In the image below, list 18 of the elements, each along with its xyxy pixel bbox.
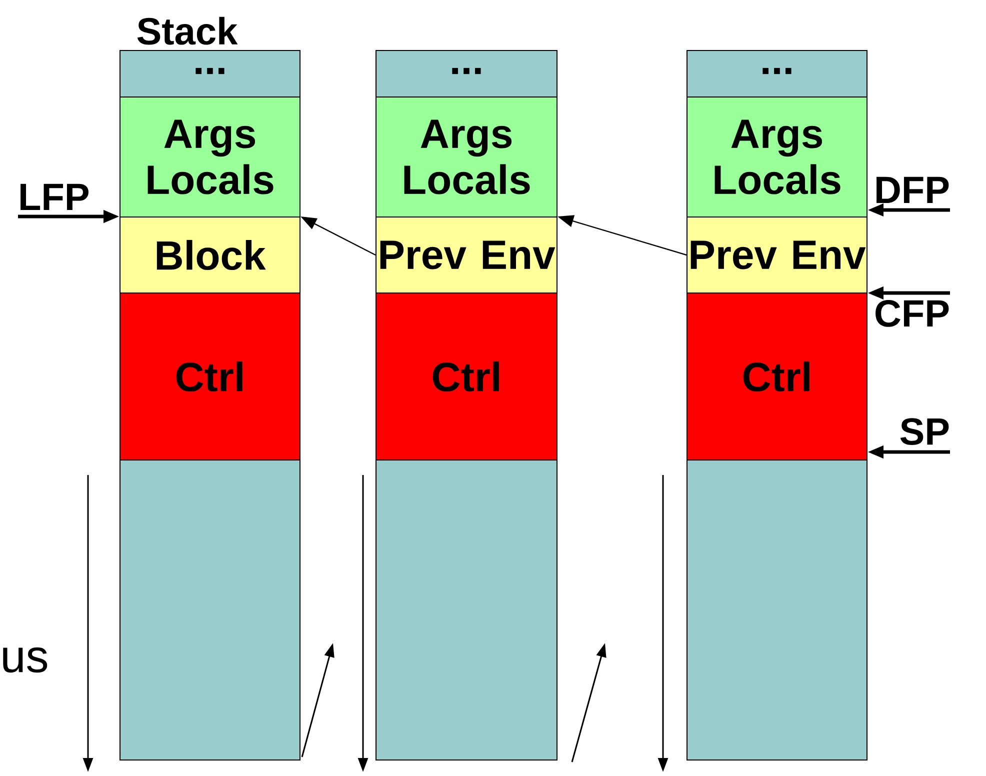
frame-cell: Args Locals <box>120 96 300 218</box>
control-cell: Ctrl <box>686 292 868 460</box>
axis-label: us <box>3 647 48 673</box>
env-cell: Prev Env <box>376 216 558 294</box>
pointer-label: SP <box>900 418 949 445</box>
stack-title: Stack <box>137 16 238 45</box>
pointer-label: LFP <box>20 184 88 210</box>
env-cell: Prev Env <box>686 216 868 294</box>
control-cell: Ctrl <box>120 292 300 460</box>
pointer-label: CFP <box>876 300 949 327</box>
env-cell: Block <box>120 216 300 294</box>
stack-cell: ... <box>376 50 558 98</box>
stack-cell: ... <box>120 50 300 98</box>
control-cell: Ctrl <box>376 292 558 460</box>
frame-cell: Args Locals <box>686 96 868 218</box>
pointer-label: DFP <box>876 176 949 203</box>
frame-cell: Args Locals <box>376 96 558 218</box>
stack-cell: ... <box>686 50 868 98</box>
